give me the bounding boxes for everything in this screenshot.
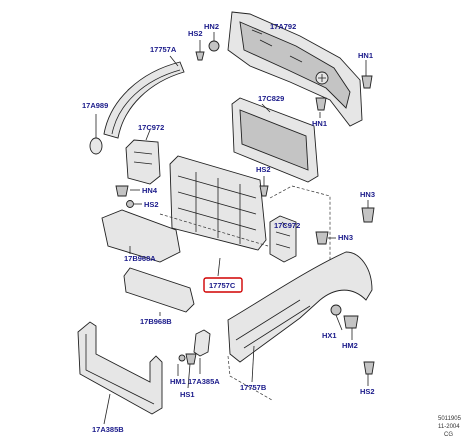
label-hs1: HS1 (180, 390, 195, 399)
reference-number: 5011905 (438, 416, 462, 422)
label-17757b: 17757B (240, 383, 267, 392)
fastener-hm1 (178, 354, 186, 362)
label-17c972-right: 17C972 (274, 221, 300, 230)
lower-cover-17757b (227, 251, 373, 401)
bracket-17c972-right (269, 215, 297, 263)
fastener-hn4 (115, 185, 129, 197)
label-17a989: 17A989 (82, 101, 108, 110)
label-17757c: 17757C (209, 281, 236, 290)
label-17a385b: 17A385B (92, 425, 124, 434)
part-labels: HN2 17A792 HS2 17757A HN1 17A989 17C829 … (82, 22, 375, 434)
fastener-hm2 (343, 315, 359, 329)
fastener-hs2-left (126, 200, 134, 208)
label-17a385a: 17A385A (188, 377, 220, 386)
label-hn3-top: HN3 (360, 190, 375, 199)
reference-stamp: 5011905 11-2004 CG (438, 416, 462, 438)
fastener-hn3-top (361, 207, 375, 223)
fastener-hx1 (330, 304, 342, 316)
label-17c972-left: 17C972 (138, 123, 164, 132)
label-17b968b: 17B968B (140, 317, 172, 326)
leader-lines (95, 29, 369, 425)
label-17a792: 17A792 (270, 22, 296, 31)
label-hn2-top: HN2 (204, 22, 219, 31)
frame-17a385b (77, 321, 163, 415)
reference-date: 11-2004 (438, 424, 460, 430)
bracket-17c829 (231, 97, 319, 183)
fastener-hs2-bottom (363, 361, 375, 375)
reference-code: CG (444, 432, 453, 438)
bracket-17a385a (193, 329, 211, 357)
mesh-17b968b (123, 267, 195, 313)
fastener-hn1-right (361, 75, 373, 89)
wheel-arch-17757a (103, 61, 185, 139)
label-17c829: 17C829 (258, 94, 284, 103)
label-hx1: HX1 (322, 331, 337, 340)
label-hn1-right: HN1 (358, 51, 373, 60)
label-hs2-top: HS2 (188, 29, 203, 38)
label-hn4: HN4 (142, 186, 158, 195)
label-hn1-mid: HN1 (312, 119, 327, 128)
cap-17a989 (89, 137, 103, 155)
fastener-hs2-top (195, 51, 205, 61)
grille-17757c (159, 155, 331, 262)
label-17b968a: 17B968A (124, 254, 156, 263)
fastener-hs2-mid (259, 185, 269, 197)
highlight-box-17757c (203, 277, 243, 293)
fastener-hn1-mid (315, 97, 327, 111)
label-hs2-mid: HS2 (256, 165, 271, 174)
label-hm2: HM2 (342, 341, 358, 350)
bracket-17c972-left (125, 139, 161, 185)
label-hs2-bottom: HS2 (360, 387, 375, 396)
label-17757a: 17757A (150, 45, 177, 54)
fastener-hn3-mid (315, 231, 329, 245)
fastener-hs1 (185, 353, 197, 365)
bumper-beam-17a792 (227, 11, 363, 127)
label-hs2-left: HS2 (144, 200, 159, 209)
label-hn3-mid: HN3 (338, 233, 353, 242)
mesh-17b968a (101, 209, 181, 263)
label-hm1: HM1 (170, 377, 186, 386)
fastener-hn2-top (208, 40, 220, 52)
